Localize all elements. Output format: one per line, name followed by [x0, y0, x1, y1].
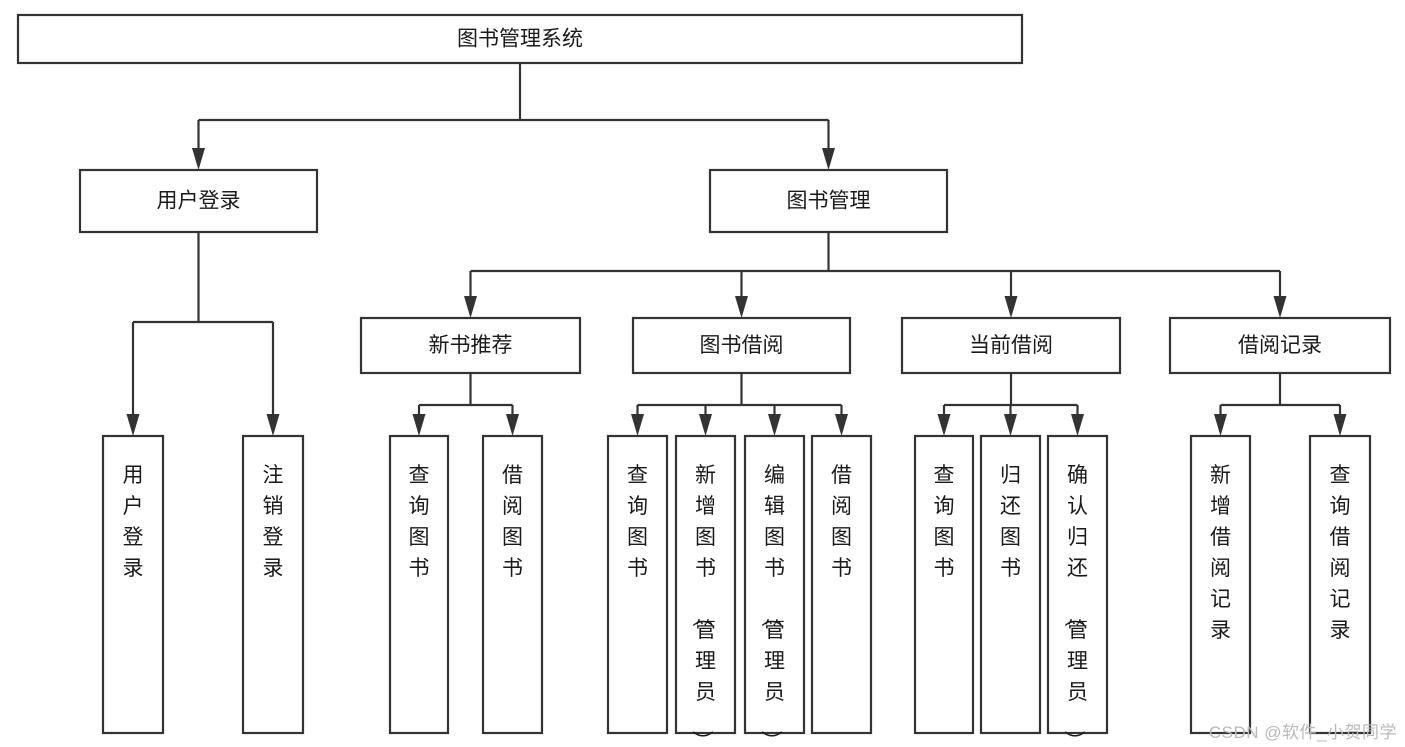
node-label: 编辑图书（管理员）	[759, 464, 785, 747]
arrow-head-icon	[699, 414, 712, 436]
csdn-watermark: CSDN @软件_小贺同学	[1208, 723, 1397, 742]
node-leaf-10[interactable]: 归还图书	[979, 434, 1042, 735]
node-box	[16, 13, 1024, 65]
node-leaf-3[interactable]: 查询图书	[388, 434, 450, 735]
node-label: 查询图书	[934, 464, 955, 580]
nodes-layer: 图书管理系统用户登录图书管理新书推荐图书借阅当前借阅借阅记录用户登录注销登录查询…	[16, 13, 1392, 747]
node-box	[1046, 434, 1109, 735]
node-box	[900, 316, 1122, 375]
arrow-head-icon	[1273, 296, 1287, 318]
node-leaf-13[interactable]: 查询借阅记录	[1308, 434, 1372, 735]
node-l2-b[interactable]: 图书管理	[708, 168, 949, 234]
node-label: 查询借阅记录	[1330, 464, 1351, 642]
arrow-head-icon	[1004, 414, 1017, 436]
node-label: 新增图书（管理员）	[690, 464, 716, 747]
node-box	[241, 434, 305, 735]
arrow-head-icon	[768, 414, 781, 436]
node-box	[78, 168, 319, 234]
node-leaf-5[interactable]: 查询图书	[606, 434, 669, 735]
node-label: 图书管理	[787, 190, 871, 213]
node-box	[481, 434, 544, 735]
arrow-head-icon	[464, 296, 477, 318]
node-label: 查询图书	[627, 464, 648, 580]
node-label: 当前借阅	[969, 334, 1053, 357]
arrow-head-icon	[735, 296, 748, 318]
arrow-head-icon	[192, 148, 205, 170]
node-label: 查询图书	[409, 464, 430, 580]
arrow-head-icon	[1071, 414, 1084, 436]
node-label: 图书借阅	[700, 334, 784, 357]
node-box	[1308, 434, 1372, 735]
node-box	[101, 434, 165, 735]
arrow-head-icon	[822, 148, 835, 170]
node-box	[631, 316, 852, 375]
node-l3-d[interactable]: 借阅记录	[1168, 316, 1392, 375]
node-label: 借阅图书	[502, 464, 523, 580]
node-box	[913, 434, 975, 735]
arrow-head-icon	[412, 414, 426, 436]
node-leaf-11[interactable]: 确认归还（管理员）	[1046, 434, 1109, 747]
node-label: 新书推荐	[429, 334, 513, 357]
node-box	[1189, 434, 1252, 735]
node-leaf-7[interactable]: 编辑图书（管理员）	[743, 434, 806, 747]
node-box	[979, 434, 1042, 735]
connectors-layer	[126, 63, 1347, 436]
node-leaf-4[interactable]: 借阅图书	[481, 434, 544, 735]
node-box	[359, 316, 582, 375]
node-l2-a[interactable]: 用户登录	[78, 168, 319, 234]
node-label: 借阅图书	[831, 464, 852, 580]
arrow-head-icon	[506, 414, 519, 436]
node-leaf-8[interactable]: 借阅图书	[810, 434, 873, 735]
node-leaf-6[interactable]: 新增图书（管理员）	[674, 434, 737, 747]
node-box	[708, 168, 949, 234]
node-label: 借阅记录	[1238, 334, 1322, 357]
node-box	[810, 434, 873, 735]
node-box	[606, 434, 669, 735]
node-leaf-9[interactable]: 查询图书	[913, 434, 975, 735]
arrow-head-icon	[126, 414, 140, 436]
arrow-head-icon	[835, 414, 848, 436]
node-root[interactable]: 图书管理系统	[16, 13, 1024, 65]
node-label: 确认归还（管理员）	[1062, 464, 1088, 747]
node-label: 用户登录	[157, 190, 241, 213]
node-box	[388, 434, 450, 735]
node-l3-b[interactable]: 图书借阅	[631, 316, 852, 375]
node-leaf-2[interactable]: 注销登录	[241, 434, 305, 735]
node-label: 注销登录	[263, 464, 284, 580]
arrow-head-icon	[1214, 414, 1227, 436]
node-leaf-12[interactable]: 新增借阅记录	[1189, 434, 1252, 735]
arrow-head-icon	[631, 414, 644, 436]
node-label: 图书管理系统	[457, 28, 583, 51]
node-box	[743, 434, 806, 735]
node-box	[1168, 316, 1392, 375]
arrow-head-icon	[1004, 296, 1018, 318]
node-label: 新增借阅记录	[1210, 464, 1231, 642]
node-box	[674, 434, 737, 735]
node-label: 归还图书	[1000, 464, 1021, 580]
node-l3-c[interactable]: 当前借阅	[900, 316, 1122, 375]
arrow-head-icon	[266, 414, 280, 436]
arrow-head-icon	[1333, 414, 1347, 436]
node-leaf-1[interactable]: 用户登录	[101, 434, 165, 735]
arrow-head-icon	[937, 414, 951, 436]
node-label: 用户登录	[123, 464, 144, 580]
node-l3-a[interactable]: 新书推荐	[359, 316, 582, 375]
